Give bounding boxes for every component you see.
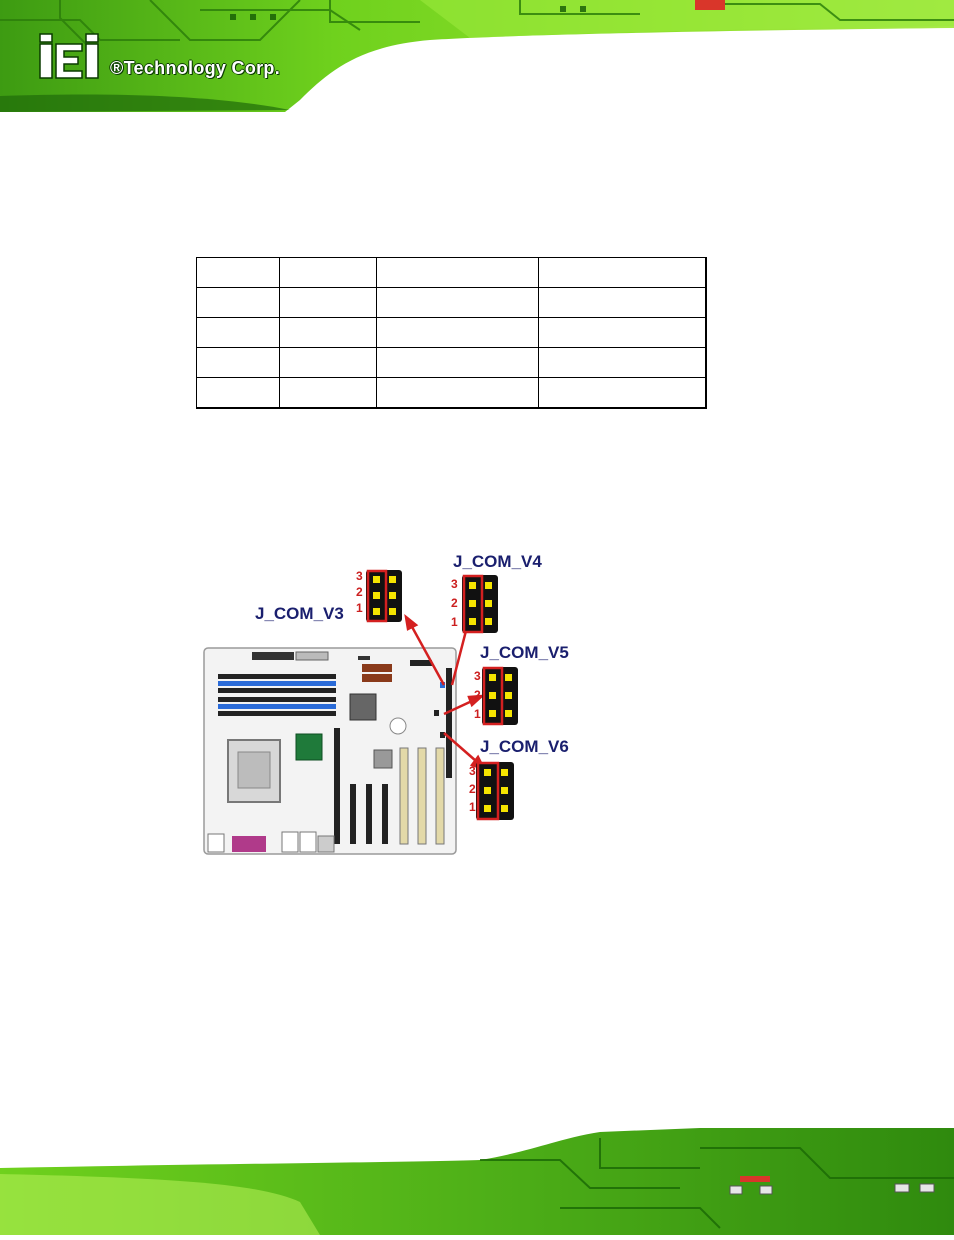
jumper-location-figure bbox=[200, 545, 600, 860]
header-banner bbox=[0, 0, 954, 112]
pin-number: 2 bbox=[451, 596, 458, 610]
jumper-header-v3 bbox=[366, 569, 402, 623]
label-j-com-v6: J_COM_V6 bbox=[480, 737, 569, 756]
jumper-settings-table bbox=[196, 257, 707, 409]
table-cell bbox=[279, 317, 377, 348]
table-row bbox=[196, 287, 707, 318]
pin-number: 2 bbox=[356, 585, 363, 599]
footer-banner bbox=[0, 1128, 954, 1235]
pin-number: 1 bbox=[451, 615, 458, 629]
table-cell bbox=[196, 287, 280, 318]
table-cell bbox=[279, 287, 377, 318]
pin-number: 1 bbox=[356, 601, 363, 615]
table-cell bbox=[538, 287, 707, 318]
table-cell bbox=[538, 317, 707, 348]
pin-number: 2 bbox=[469, 782, 476, 796]
label-j-com-v4: J_COM_V4 bbox=[453, 552, 542, 571]
table-cell bbox=[196, 257, 280, 288]
table-cell bbox=[196, 317, 280, 348]
jumper-header-v4 bbox=[462, 574, 498, 634]
circuit-board-footer-graphic bbox=[0, 1128, 954, 1235]
table-cell bbox=[196, 377, 280, 409]
jumper-header-v5 bbox=[482, 666, 518, 726]
table-row bbox=[196, 347, 707, 378]
table-cell bbox=[279, 347, 377, 378]
motherboard-illustration bbox=[203, 647, 457, 855]
table-cell bbox=[376, 377, 539, 409]
table-row bbox=[196, 257, 707, 288]
jumper-header-v6 bbox=[476, 761, 514, 821]
pin-number: 3 bbox=[451, 577, 458, 591]
table-row bbox=[196, 317, 707, 348]
table-row bbox=[196, 377, 707, 409]
table-cell bbox=[279, 377, 377, 409]
pin-number: 1 bbox=[474, 707, 481, 721]
pin-number: 2 bbox=[474, 688, 481, 702]
table-cell bbox=[376, 287, 539, 318]
pin-number: 3 bbox=[474, 669, 481, 683]
table-cell bbox=[538, 377, 707, 409]
iei-logo bbox=[39, 33, 99, 79]
motherboard-diagram bbox=[203, 569, 518, 855]
table-cell bbox=[376, 257, 539, 288]
brand-text: ®Technology Corp. bbox=[110, 58, 281, 78]
pin-number: 1 bbox=[469, 800, 476, 814]
circuit-board-header-graphic bbox=[0, 0, 954, 112]
label-j-com-v3: J_COM_V3 bbox=[255, 604, 344, 623]
pin-number: 3 bbox=[356, 569, 363, 583]
table-cell bbox=[376, 317, 539, 348]
table-cell bbox=[376, 347, 539, 378]
table-cell bbox=[538, 257, 707, 288]
table-cell bbox=[196, 347, 280, 378]
pin-number: 3 bbox=[469, 764, 476, 778]
table-cell bbox=[279, 257, 377, 288]
table-cell bbox=[538, 347, 707, 378]
label-j-com-v5: J_COM_V5 bbox=[480, 643, 569, 662]
